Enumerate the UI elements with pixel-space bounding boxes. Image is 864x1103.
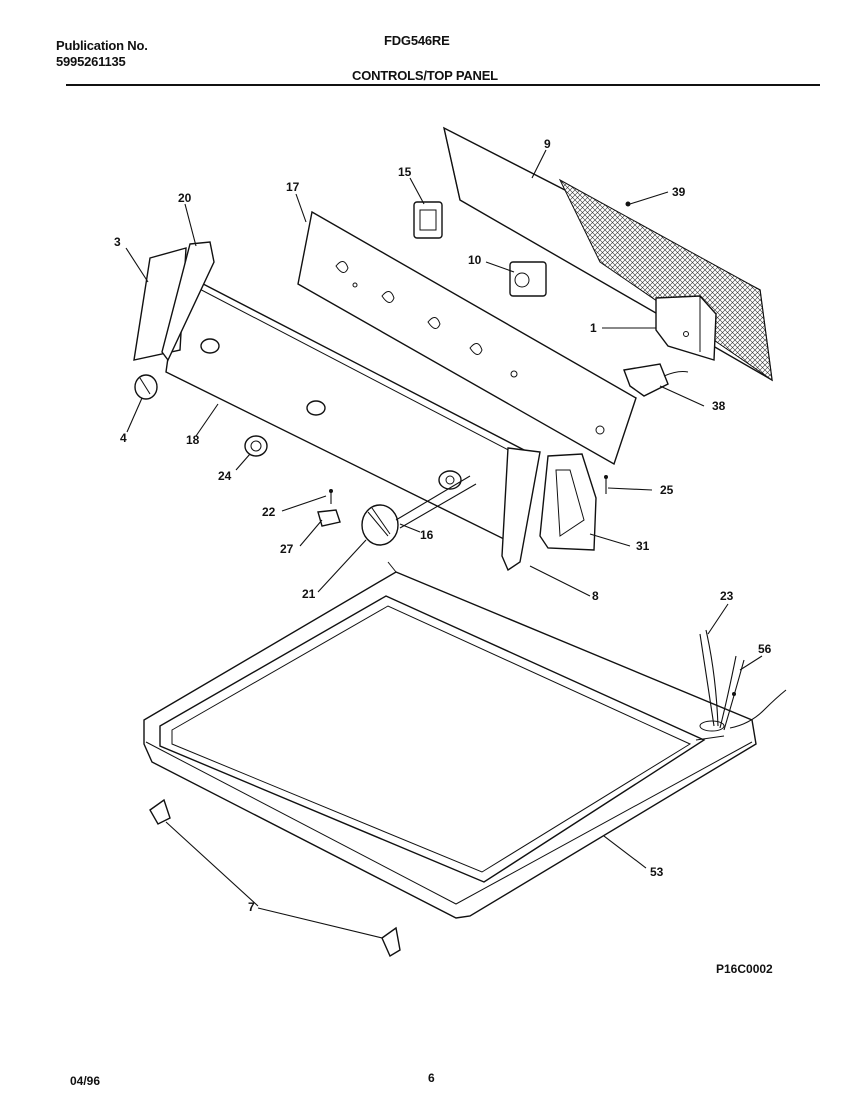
callout-9: 9: [544, 137, 551, 151]
figure-code: P16C0002: [716, 962, 773, 976]
callout-25: 25: [660, 483, 674, 497]
left-end-cap: [133, 241, 215, 362]
page-number: 6: [428, 1071, 435, 1085]
terminal-block: [655, 295, 717, 361]
callout-17: 17: [286, 180, 300, 194]
knob-4: [134, 374, 158, 400]
publication-label: Publication No.: [56, 38, 148, 53]
callout-4: 4: [120, 431, 127, 445]
callout-38: 38: [712, 399, 726, 413]
knob-24: [244, 435, 268, 457]
callout-39: 39: [672, 185, 686, 199]
publication-number: 5995261135: [56, 54, 126, 69]
callout-labels: 9 39 15 17 20 3 10 1 38 4 18 24 25 22 16…: [114, 137, 773, 976]
screw-22: [329, 489, 333, 504]
wire-harness: [699, 629, 787, 732]
callout-24: 24: [218, 469, 232, 483]
callout-21: 21: [302, 587, 316, 601]
callout-31: 31: [636, 539, 650, 553]
right-end-cap: [501, 447, 597, 572]
callout-1: 1: [590, 321, 597, 335]
callout-23: 23: [720, 589, 734, 603]
header-rule: [66, 84, 820, 86]
screw-39: [625, 201, 631, 207]
timer-component: [509, 261, 547, 297]
switch-component: [413, 201, 443, 239]
callout-18: 18: [186, 433, 200, 447]
model-number: FDG546RE: [384, 33, 450, 48]
callout-10: 10: [468, 253, 482, 267]
screw-25: [604, 475, 608, 494]
footer-date: 04/96: [70, 1074, 101, 1088]
callout-22: 22: [262, 505, 276, 519]
callout-15: 15: [398, 165, 412, 179]
callout-27: 27: [280, 542, 294, 556]
control-panel-backplate: [297, 210, 637, 466]
hinge-front-right: [381, 926, 401, 958]
control-panel-front: [165, 270, 529, 544]
callout-20: 20: [178, 191, 192, 205]
callout-7: 7: [248, 900, 255, 914]
clip-27: [317, 509, 341, 527]
leader-lines: [125, 149, 763, 939]
section-title: CONTROLS/TOP PANEL: [352, 68, 498, 83]
callout-8: 8: [592, 589, 599, 603]
top-panel: [143, 561, 757, 919]
callout-56: 56: [758, 642, 772, 656]
callout-3: 3: [114, 235, 121, 249]
callout-16: 16: [420, 528, 434, 542]
hinge-front-left: [149, 798, 171, 825]
wire-bracket: [623, 363, 689, 397]
knob-21: [361, 475, 477, 546]
callout-53: 53: [650, 865, 664, 879]
